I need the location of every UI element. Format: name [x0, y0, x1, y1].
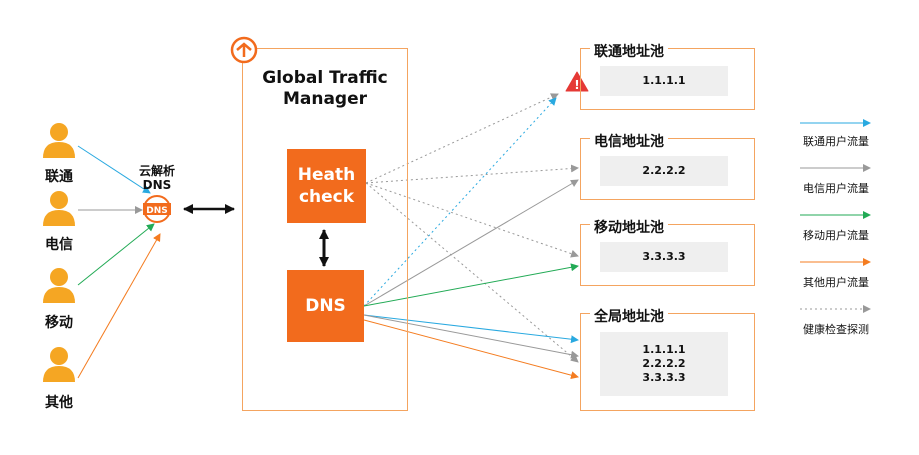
health-check-box: Heath check	[287, 149, 366, 223]
probe-to-global	[365, 182, 579, 363]
alert-symbol: !	[574, 78, 579, 92]
probe-to-telecom	[365, 164, 579, 184]
health-check-probes	[365, 93, 579, 363]
dns-resolver-label-line2: DNS	[142, 178, 172, 192]
dns-unicom-to-pool	[363, 97, 557, 307]
legend-label-mobile: 移动用户流量	[803, 229, 869, 242]
dns-telecom-to-global	[363, 314, 579, 359]
gtm-title-line2: Manager	[282, 89, 368, 109]
dns-resolver-icon: DNS	[143, 195, 171, 223]
pool-title-mobile: 移动地址池	[590, 217, 668, 237]
health-check-label-line1: Heath	[297, 165, 356, 185]
dns-unicom-to-global	[363, 314, 579, 344]
user-icon-other	[43, 347, 75, 382]
user-label-other: 其他	[45, 395, 73, 411]
pool-title-unicom: 联通地址池	[590, 41, 668, 61]
pool-ip: 3.3.3.3	[642, 371, 686, 384]
user-icon-unicom	[43, 123, 75, 158]
pool-ip: 1.1.1.1	[642, 343, 686, 356]
dns-resolver-label: 云解析 DNS	[122, 164, 192, 192]
gtm-logo-icon	[230, 36, 258, 64]
dns-box-label: DNS	[305, 296, 346, 316]
flow-other-to-dns	[77, 233, 161, 379]
dns-mobile-to-pool	[363, 263, 579, 307]
probe-to-unicom	[365, 93, 559, 184]
health-check-label-line2: check	[298, 187, 355, 207]
user-label-mobile: 移动	[45, 315, 73, 331]
legend-label-probe: 健康检查探测	[803, 323, 869, 336]
pool-ip: 2.2.2.2	[642, 164, 686, 177]
pool-ip: 3.3.3.3	[642, 250, 686, 263]
legend-label-other: 其他用户流量	[803, 276, 869, 289]
pool-title-global: 全局地址池	[590, 306, 668, 326]
dns-resolver-label-line1: 云解析	[138, 164, 175, 178]
legend-label-unicom: 联通用户流量	[803, 135, 869, 148]
legend-lines	[800, 119, 871, 313]
user-icon-telecom	[43, 191, 75, 226]
pool-ips-unicom: 1.1.1.1	[600, 66, 728, 96]
pool-ips-global: 1.1.1.1 2.2.2.2 3.3.3.3	[600, 332, 728, 396]
gtm-title-line1: Global Traffic	[262, 68, 388, 88]
pool-ip: 1.1.1.1	[642, 74, 686, 87]
user-label-telecom: 电信	[45, 237, 73, 253]
dns-telecom-to-pool	[363, 179, 579, 307]
gtm-frame	[242, 48, 408, 411]
dns-resolver-badge: DNS	[146, 206, 168, 216]
pool-ips-mobile: 3.3.3.3	[600, 242, 728, 272]
legend-label-telecom: 电信用户流量	[803, 182, 869, 195]
alert-icon: !	[565, 71, 589, 92]
flow-unicom-to-dns	[77, 145, 151, 194]
probe-to-mobile	[365, 182, 579, 258]
user-icon-mobile	[43, 268, 75, 303]
user-label-unicom: 联通	[45, 169, 73, 185]
pool-title-telecom: 电信地址池	[590, 131, 668, 151]
dns-box: DNS	[287, 270, 364, 342]
pool-ip: 2.2.2.2	[642, 357, 686, 370]
dns-other-to-global	[363, 319, 579, 380]
pool-ips-telecom: 2.2.2.2	[600, 156, 728, 186]
flow-mobile-to-dns	[77, 223, 155, 286]
gtm-title: Global Traffic Manager	[242, 68, 408, 110]
